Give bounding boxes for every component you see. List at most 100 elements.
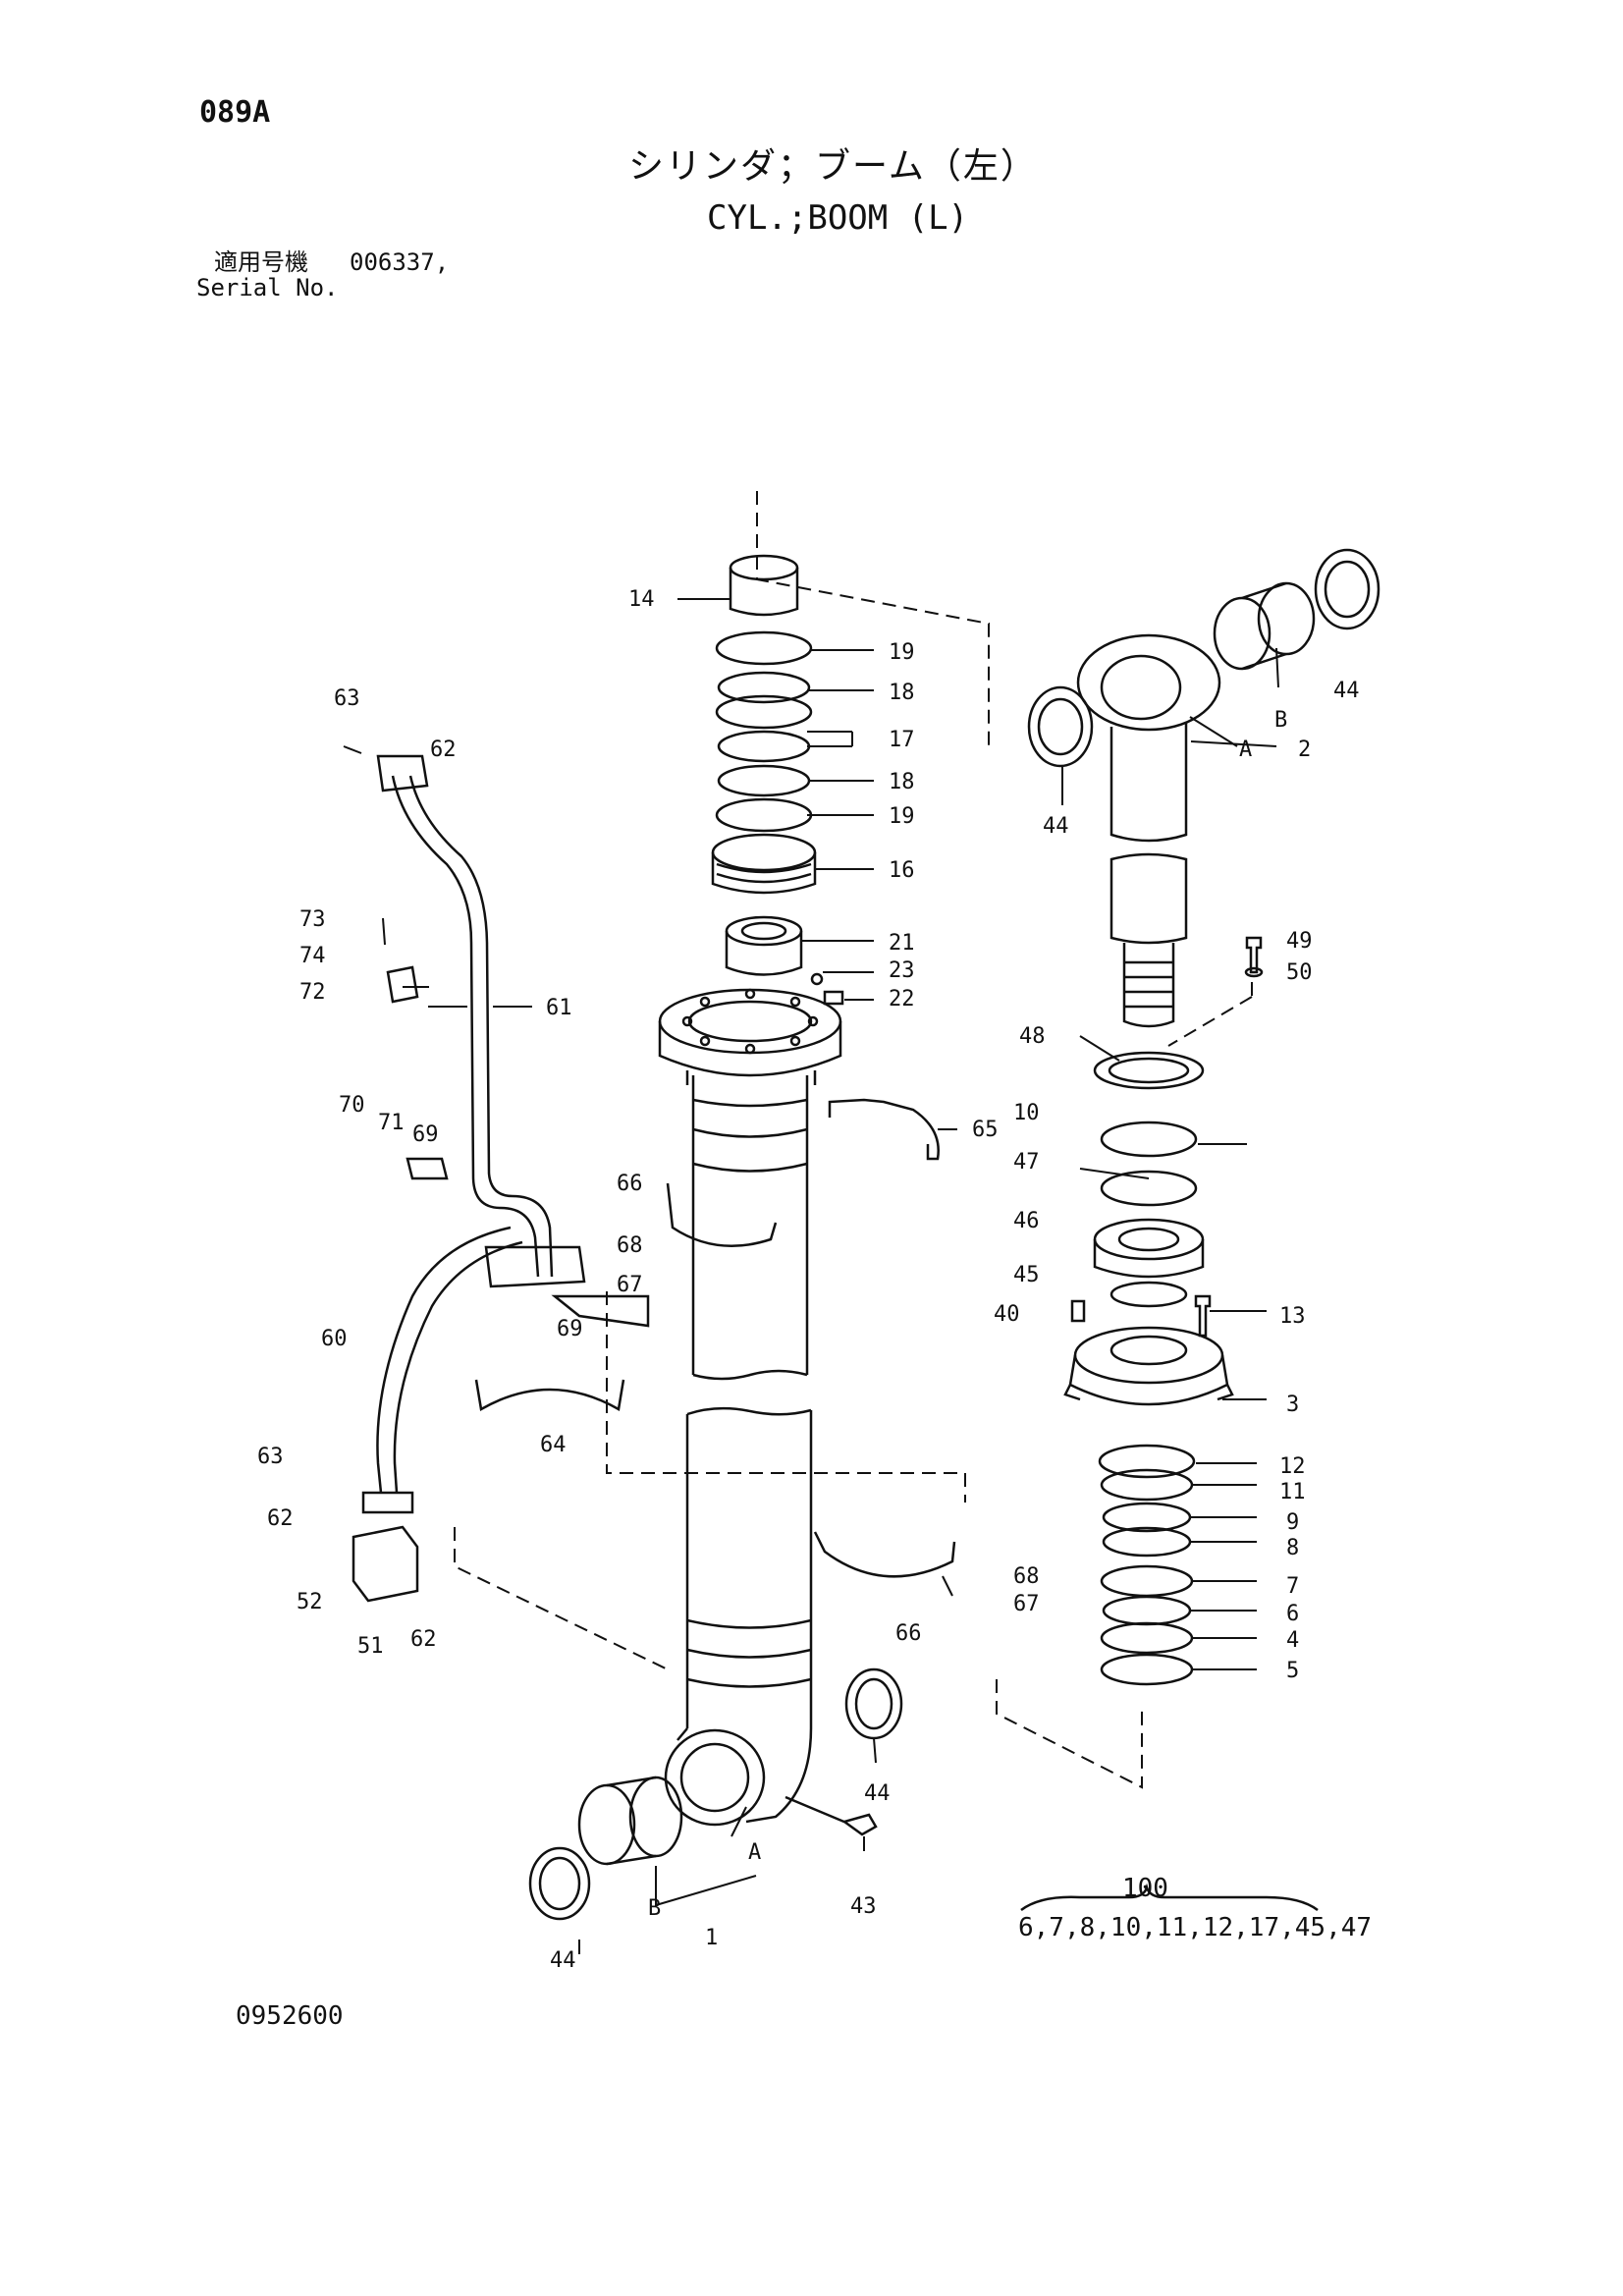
callout-68-lower: 68 — [1013, 1564, 1040, 1589]
ring-47 — [1100, 1170, 1198, 1207]
callout-50: 50 — [1286, 960, 1313, 985]
callout-21: 21 — [889, 931, 915, 956]
callout-3: 3 — [1286, 1393, 1299, 1417]
kit-brace — [1020, 1883, 1319, 1912]
callout-48: 48 — [1019, 1024, 1046, 1049]
callout-74: 74 — [299, 944, 326, 968]
callout-9: 9 — [1286, 1510, 1299, 1535]
callout-A-upper: A — [1239, 738, 1252, 762]
dust-seal-upper-right — [1314, 548, 1380, 630]
dust-seal-lower-left — [528, 1846, 591, 1921]
dust-seal-upper-left — [1027, 685, 1094, 768]
block-51 — [352, 1525, 419, 1603]
callout-7: 7 — [1286, 1574, 1299, 1599]
nut-21 — [725, 915, 803, 976]
callout-12: 12 — [1279, 1454, 1306, 1479]
plate-48 — [1093, 1051, 1205, 1090]
callout-19-upper: 19 — [889, 640, 915, 665]
callout-23: 23 — [889, 958, 915, 983]
callout-45: 45 — [1013, 1263, 1040, 1287]
bracket-69-lower — [551, 1294, 650, 1328]
callout-67-lower: 67 — [1013, 1592, 1040, 1616]
callout-52: 52 — [297, 1590, 323, 1614]
callout-22: 22 — [889, 987, 915, 1011]
pipe-flange-bottom — [361, 1491, 414, 1514]
kit-contents: 6,7,8,10,11,12,17,45,47 — [1018, 1913, 1373, 1942]
callout-65: 65 — [972, 1118, 999, 1142]
callout-43: 43 — [850, 1894, 877, 1919]
callout-72: 72 — [299, 980, 326, 1005]
screw-40 — [1070, 1299, 1086, 1323]
clamp-66-upper — [666, 1182, 778, 1247]
callout-17: 17 — [889, 728, 915, 752]
gland-16 — [711, 833, 817, 895]
callout-40: 40 — [994, 1302, 1020, 1327]
head-seal-stack — [1098, 1444, 1196, 1686]
title-english: CYL.;BOOM (L) — [707, 198, 969, 238]
ball-23 — [810, 972, 824, 986]
callout-69-lower: 69 — [557, 1317, 583, 1341]
cylinder-head-flange — [658, 988, 842, 1085]
callout-8: 8 — [1286, 1536, 1299, 1560]
ring-10 — [1100, 1121, 1198, 1158]
callout-10: 10 — [1013, 1101, 1040, 1125]
callout-16: 16 — [889, 858, 915, 883]
callout-44-upper-left: 44 — [1043, 814, 1069, 839]
callout-67-upper: 67 — [617, 1273, 643, 1297]
callout-73: 73 — [299, 907, 326, 932]
callout-19-lower: 19 — [889, 804, 915, 829]
callout-64: 64 — [540, 1433, 567, 1457]
callout-2: 2 — [1298, 738, 1311, 762]
callout-62-top: 62 — [430, 738, 457, 762]
callout-62-mid: 62 — [267, 1506, 294, 1531]
callout-66-lower: 66 — [895, 1621, 922, 1646]
callout-71: 71 — [378, 1111, 405, 1135]
callout-44-upper-right: 44 — [1333, 679, 1360, 703]
grease-fitting — [784, 1795, 878, 1836]
pipe-61 — [391, 775, 554, 1278]
piston-46 — [1093, 1218, 1205, 1279]
drawing-number: 0952600 — [236, 2001, 344, 2031]
callout-68-upper: 68 — [617, 1233, 643, 1258]
callout-4: 4 — [1286, 1628, 1299, 1653]
bushing-lower — [577, 1776, 683, 1866]
callout-14: 14 — [628, 587, 655, 612]
serial-value: 006337, — [350, 248, 450, 276]
callout-18-upper: 18 — [889, 681, 915, 705]
callout-B-upper: B — [1274, 708, 1287, 733]
callout-A-lower: A — [748, 1840, 761, 1865]
flange-block-mid — [484, 1245, 586, 1288]
bushing-14 — [729, 554, 799, 617]
callout-47: 47 — [1013, 1150, 1040, 1175]
callout-49: 49 — [1286, 929, 1313, 954]
callout-61: 61 — [546, 996, 572, 1020]
callout-18-lower: 18 — [889, 770, 915, 794]
cylinder-tube-upper — [691, 1075, 809, 1381]
seal-stack — [715, 630, 813, 833]
callout-51: 51 — [357, 1634, 384, 1659]
bushing-upper-right — [1213, 581, 1316, 671]
pipe-flange-top — [376, 754, 429, 793]
callout-1: 1 — [705, 1926, 718, 1950]
callout-63-bottom: 63 — [257, 1445, 284, 1469]
washer-50 — [1244, 966, 1264, 978]
rod-eye — [1076, 633, 1221, 843]
serial-label-japanese: 適用号機 — [214, 248, 308, 276]
bolt-13 — [1194, 1294, 1212, 1338]
pipe-60 — [376, 1226, 523, 1494]
callout-70: 70 — [339, 1093, 365, 1118]
page-code: 089A — [199, 95, 271, 130]
dashed-leaders — [454, 491, 1253, 1789]
piston-rod — [1109, 852, 1188, 1028]
callout-5: 5 — [1286, 1659, 1299, 1683]
leader-lines — [343, 598, 1279, 1954]
serial-label-english: Serial No. — [196, 274, 339, 301]
clamp-65 — [828, 1098, 940, 1161]
clamp-64 — [474, 1379, 625, 1411]
callout-66-upper: 66 — [617, 1172, 643, 1196]
callout-44-lower-left: 44 — [550, 1948, 576, 1973]
callout-62-bottom: 62 — [410, 1627, 437, 1652]
clamp-66-lower — [813, 1531, 956, 1578]
callout-44-lower-right: 44 — [864, 1781, 891, 1806]
